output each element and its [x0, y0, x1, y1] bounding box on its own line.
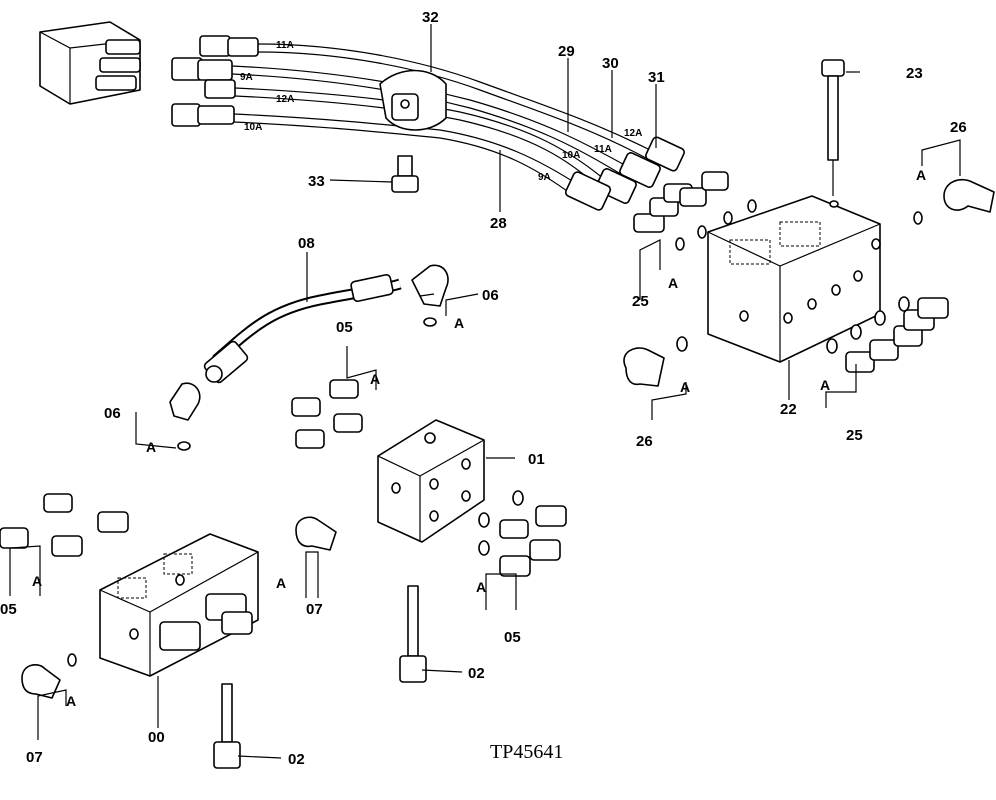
bolt-02-left [213, 683, 241, 769]
elbow-07-left [21, 653, 77, 699]
a-label: A [66, 693, 76, 709]
callout-00: 00 [148, 729, 165, 746]
elbow-26-right [913, 178, 995, 225]
callout-30: 30 [602, 55, 619, 72]
callout-06-upper: 06 [482, 287, 499, 304]
valve-block-01 [377, 419, 485, 543]
a-label: A [32, 573, 42, 589]
callout-07-right: 07 [306, 601, 323, 618]
hose-clamp [379, 69, 447, 131]
callout-26-left: 26 [636, 433, 653, 450]
hose-tag-11a-left: 11A [276, 40, 294, 51]
callout-02-left: 02 [288, 751, 305, 768]
bolt-23 [821, 59, 845, 196]
a-label: A [370, 371, 380, 387]
leader-lines [9, 24, 961, 759]
a-label: A [454, 315, 464, 331]
a-label: A [820, 377, 830, 393]
elbow-07-right [295, 516, 337, 551]
callout-05-right: 05 [504, 629, 521, 646]
callout-31: 31 [648, 69, 665, 86]
valve-block-00 [99, 533, 259, 677]
callout-06-lower: 06 [104, 405, 121, 422]
hose-fittings-right [564, 136, 685, 211]
callout-26-right: 26 [950, 119, 967, 136]
fittings-25-lower [826, 296, 949, 373]
hose-tag-12a-left: 12A [276, 94, 294, 105]
seal-a-labels: A A A A A A A A A A A [32, 167, 926, 709]
callout-08: 08 [298, 235, 315, 252]
hose-tag-9a-left: 9A [240, 72, 253, 83]
fittings-05-left [0, 493, 129, 557]
callout-25-upper: 25 [632, 293, 649, 310]
callout-32: 32 [422, 9, 439, 26]
bolt-02-center [399, 585, 427, 683]
elbow-06-lower [169, 382, 201, 451]
callout-23: 23 [906, 65, 923, 82]
hose-tag-10a-right: 10A [562, 150, 580, 161]
fittings-25-upper [633, 171, 757, 251]
callout-05-center: 05 [336, 319, 353, 336]
source-valve-block [39, 21, 141, 105]
callout-labels: 32 29 30 31 23 26 33 28 08 06 25 05 22 0… [0, 9, 967, 768]
hose-tag-12a-right: 12A [624, 128, 642, 139]
fittings-05-center [291, 379, 567, 577]
callout-07-left: 07 [26, 749, 43, 766]
a-label: A [668, 275, 678, 291]
callout-33: 33 [308, 173, 325, 190]
a-label: A [476, 579, 486, 595]
hose-08 [203, 274, 402, 384]
callout-01: 01 [528, 451, 545, 468]
callout-25-lower: 25 [846, 427, 863, 444]
callout-28: 28 [490, 215, 507, 232]
drawing-id: TP45641 [490, 741, 563, 763]
callout-05-left: 05 [0, 601, 17, 618]
hose-fittings-left [171, 35, 259, 127]
a-label: A [276, 575, 286, 591]
callout-02-center: 02 [468, 665, 485, 682]
a-label: A [680, 379, 690, 395]
elbow-26-left [623, 336, 688, 387]
hose-tag-9a-right: 9A [538, 172, 551, 183]
a-label: A [146, 439, 156, 455]
a-label: A [916, 167, 926, 183]
callout-29: 29 [558, 43, 575, 60]
hose-tags: 11A 9A 12A 10A 12A 10A 11A 9A [240, 40, 642, 183]
elbow-06-upper [411, 264, 449, 327]
clamp-bolt [391, 155, 419, 193]
callout-22: 22 [780, 401, 797, 418]
hose-tag-10a-left: 10A [244, 122, 262, 133]
hose-bundle [231, 43, 651, 197]
hose-tag-11a-right: 11A [594, 144, 612, 155]
